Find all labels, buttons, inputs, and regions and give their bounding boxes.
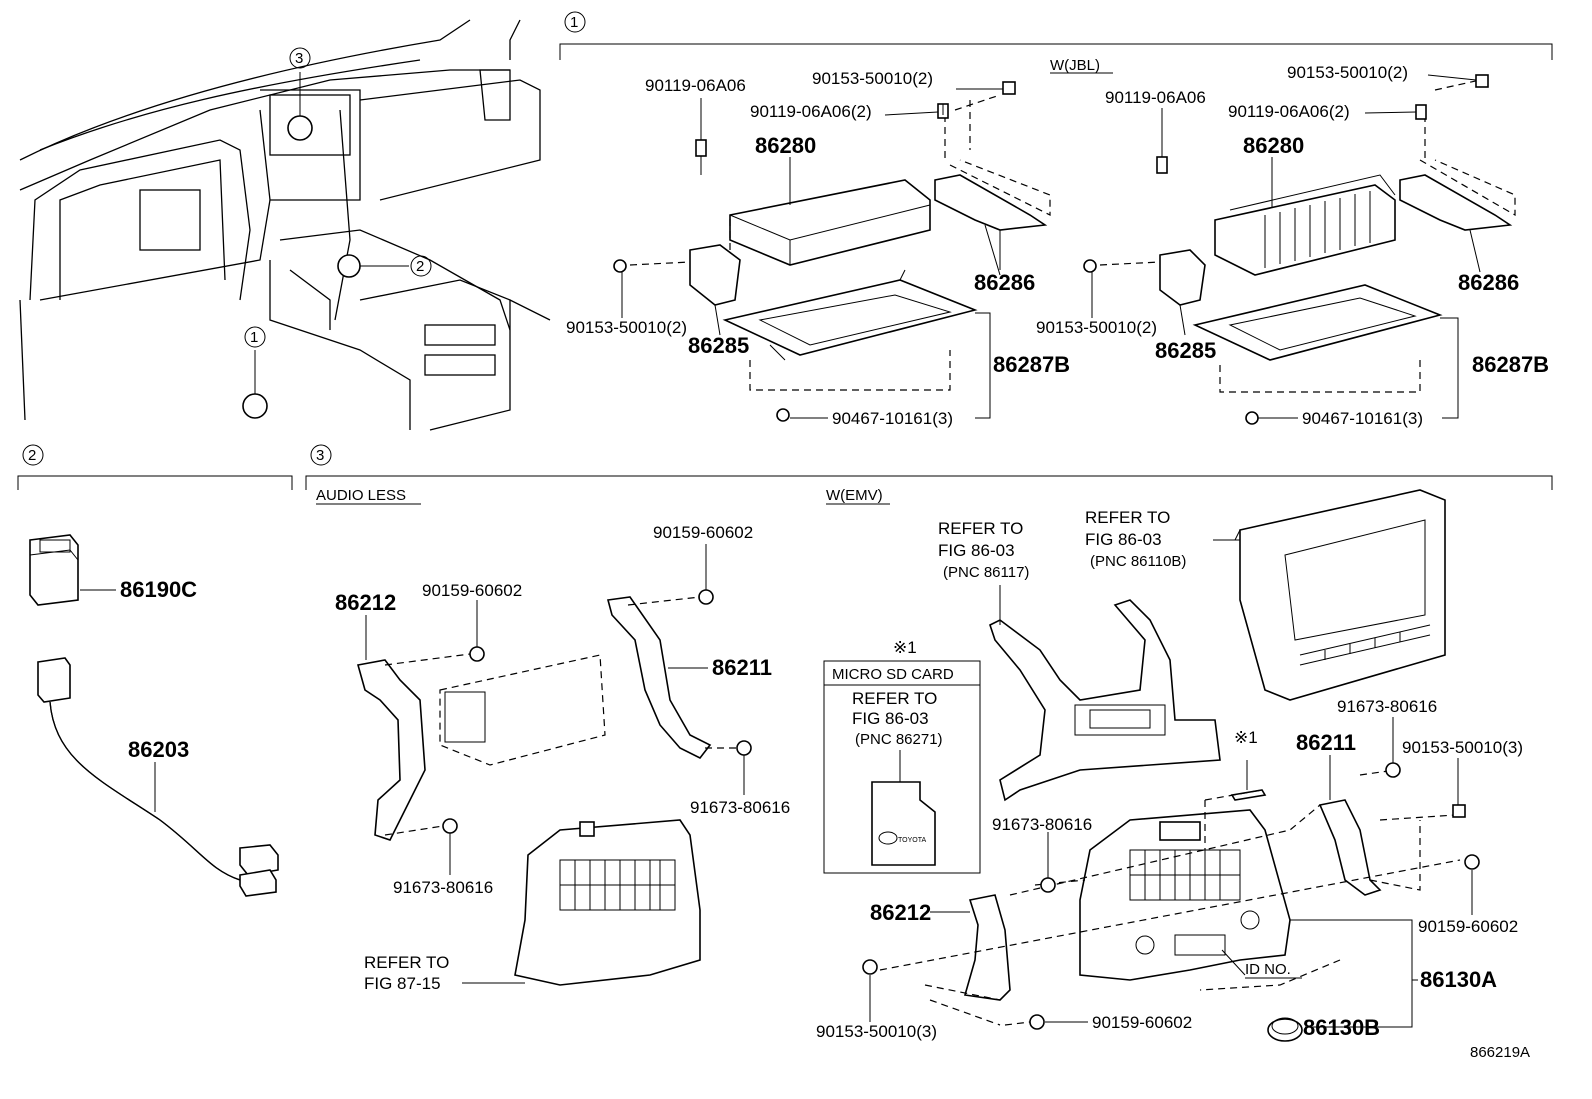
label-86280-right: 86280 (1243, 133, 1304, 158)
micro-sd-refer-line2: FIG 86-03 (852, 709, 929, 728)
label-90159-60602-mid-al: 90159-60602 (422, 581, 522, 600)
section-marker-1: 1 (570, 14, 578, 31)
micro-sd-title: MICRO SD CARD (832, 666, 954, 683)
label-86280-left: 86280 (755, 133, 816, 158)
section-2: 2 86190C 86203 (17, 444, 293, 897)
micro-sd-refer-line3: (PNC 86271) (855, 731, 943, 748)
emv-label: W(EMV) (826, 487, 883, 504)
label-86286-right: 86286 (1458, 270, 1519, 295)
label-90159-60602-right-emv: 90159-60602 (1418, 917, 1518, 936)
label-86130B-emv: 86130B (1303, 1015, 1380, 1040)
dashboard-overview: 3 2 1 (19, 19, 551, 431)
figure-id: 866219A (1470, 1044, 1530, 1061)
label-86285-right: 86285 (1155, 338, 1216, 363)
label-90153-50010-3-left-emv: 90153-50010(3) (816, 1022, 937, 1041)
label-91673-80616-left-emv: 91673-80616 (992, 815, 1092, 834)
micro-sd-card-brand: TOYOTA (898, 837, 926, 844)
jbl-left-assembly: 90119-06A06 90153-50010(2) 90119-06A06(2… (566, 69, 1070, 428)
marker-1-overview: 1 (250, 329, 258, 346)
label-90467-10161-3-right: 90467-10161(3) (1302, 409, 1423, 428)
label-91673-80616-right-al: 91673-80616 (690, 798, 790, 817)
id-no-label: ID NO. (1245, 961, 1291, 978)
label-90159-60602-top-al: 90159-60602 (653, 523, 753, 542)
label-90159-60602-bottom-emv: 90159-60602 (1092, 1013, 1192, 1032)
label-90119-06A06-2-left: 90119-06A06(2) (750, 102, 872, 121)
label-90467-10161-3-left: 90467-10161(3) (832, 409, 953, 428)
label-86286-left: 86286 (974, 270, 1035, 295)
emv-assembly: ※1 REFER TO (816, 489, 1523, 1042)
label-91673-80616-top-emv: 91673-80616 (1337, 697, 1437, 716)
label-86287B-right: 86287B (1472, 352, 1549, 377)
label-86211-emv: 86211 (1296, 730, 1356, 755)
section-marker-2: 2 (28, 447, 36, 464)
refer-86117-line2: FIG 86-03 (938, 541, 1015, 560)
marker-2-overview: 2 (416, 258, 424, 275)
refer-86110B-line2: FIG 86-03 (1085, 530, 1162, 549)
refer-86117-line3: (PNC 86117) (943, 564, 1029, 581)
label-90119-06A06-left: 90119-06A06 (645, 76, 746, 95)
jbl-right-assembly: 90119-06A06 90153-50010(2) 90119-06A06(2… (1036, 63, 1549, 428)
jbl-label: W(JBL) (1050, 57, 1100, 74)
refer-86110B-line1: REFER TO (1085, 508, 1170, 527)
label-90153-50010-3-right-emv: 90153-50010(3) (1402, 738, 1523, 757)
micro-sd-refer-line1: REFER TO (852, 689, 937, 708)
label-86212-al: 86212 (335, 590, 396, 615)
refer-86117-line1: REFER TO (938, 519, 1023, 538)
label-90153-50010-2-bottom-left: 90153-50010(2) (566, 318, 687, 337)
label-90153-50010-2-top-right: 90153-50010(2) (1287, 63, 1408, 82)
label-90119-06A06-2-right: 90119-06A06(2) (1228, 102, 1350, 121)
label-86285-left: 86285 (688, 333, 749, 358)
micro-sd-card-box: ※1 MICRO SD CARD REFER TO FIG 86-03 (PNC… (823, 638, 981, 874)
label-90153-50010-2-bottom-right: 90153-50010(2) (1036, 318, 1157, 337)
audio-less-assembly: 90159-60602 86212 90159-60602 86211 9167… (335, 523, 790, 993)
refer-87-15-line2: FIG 87-15 (364, 974, 441, 993)
refer-87-15-line1: REFER TO (364, 953, 449, 972)
label-90153-50010-2-top-left: 90153-50010(2) (812, 69, 933, 88)
label-86130A-emv: 86130A (1420, 967, 1497, 992)
audio-less-label: AUDIO LESS (316, 487, 406, 504)
emv-note: ※1 (1234, 728, 1258, 747)
label-91673-80616-left-al: 91673-80616 (393, 878, 493, 897)
label-86212-emv: 86212 (870, 900, 931, 925)
section-3-header: 3 AUDIO LESS W(EMV) (305, 444, 1553, 505)
micro-sd-note: ※1 (893, 638, 917, 657)
section-1-header: 1 W(JBL) (559, 11, 1553, 74)
label-90119-06A06-right: 90119-06A06 (1105, 88, 1206, 107)
label-86211-al: 86211 (712, 655, 772, 680)
marker-3-overview: 3 (295, 50, 303, 67)
label-86287B-left: 86287B (993, 352, 1070, 377)
label-86203: 86203 (128, 737, 189, 762)
label-86190C: 86190C (120, 577, 197, 602)
section-marker-3: 3 (316, 447, 324, 464)
refer-86110B-line3: (PNC 86110B) (1090, 553, 1186, 570)
